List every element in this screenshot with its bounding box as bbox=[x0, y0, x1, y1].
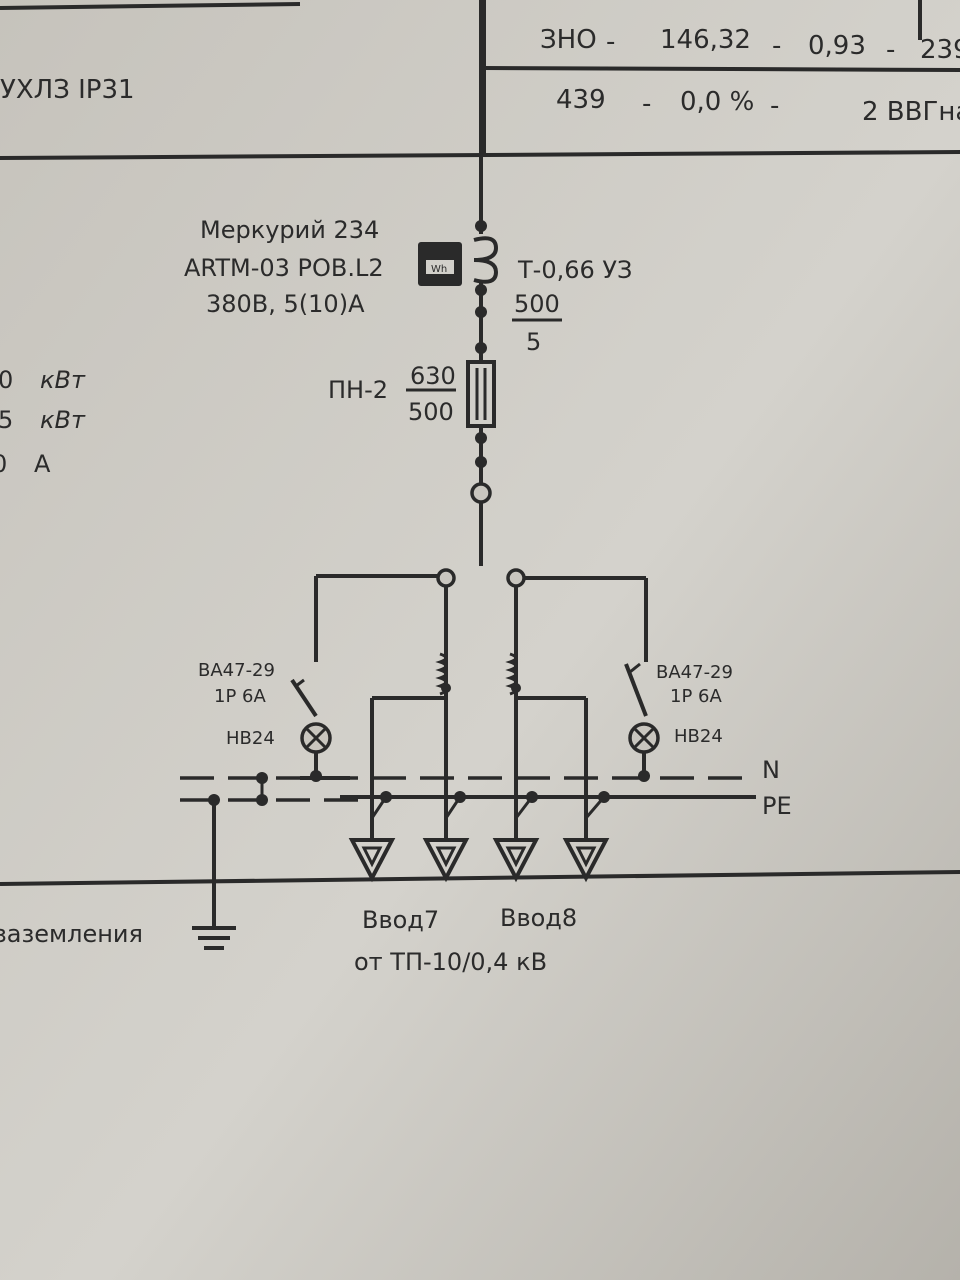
current-transformer-symbol bbox=[473, 236, 499, 284]
lamp-left-label: HB24 bbox=[226, 728, 275, 749]
breaker-right-symbol bbox=[624, 662, 660, 782]
transformer-name: Т-0,66 УЗ bbox=[517, 256, 632, 284]
table-cell-r1-c: 0,93 bbox=[808, 31, 866, 61]
table-left-text: УХЛЗ IP31 bbox=[0, 75, 135, 105]
bus-label-pe: PE bbox=[762, 792, 792, 820]
cable-terminals bbox=[348, 838, 610, 883]
breaker-right-label: BA47-29 1P 6A HB24 bbox=[656, 662, 733, 747]
table-cell-r1-d: 239 bbox=[920, 35, 960, 65]
left-value-unit: кВт bbox=[40, 366, 86, 394]
input-2-label: Ввод8 bbox=[500, 904, 577, 932]
ground-label: заземления bbox=[0, 920, 143, 948]
fuse-label: ПН-2 630 500 bbox=[328, 362, 456, 426]
fuse-symbol bbox=[466, 360, 496, 428]
left-value-num: 0 bbox=[0, 366, 13, 394]
meter-model-line-2: ARTM-03 POB.L2 bbox=[184, 254, 384, 282]
table-dash: - bbox=[770, 91, 779, 121]
breaker-left-label: BA47-29 1P 6A HB24 bbox=[198, 660, 275, 749]
meter-model-line-1: Меркурий 234 bbox=[200, 216, 379, 244]
fuse-ratio-bottom: 500 bbox=[408, 398, 454, 426]
left-value-num: 0 bbox=[0, 450, 7, 478]
table-row-2: 439 - 0,0 % - 2 ВВГна bbox=[556, 85, 960, 127]
table-row-1: ЗНО - 146,32 - 0,93 - 239 bbox=[540, 25, 960, 65]
input-source-label: от ТП-10/0,4 кВ bbox=[354, 948, 547, 976]
meter-icon-text: Wh bbox=[431, 264, 447, 275]
breaker-right-rating: 1P 6A bbox=[670, 686, 722, 707]
table-cell-r1-a: ЗНО bbox=[540, 25, 597, 55]
breaker-right-model: BA47-29 bbox=[656, 662, 733, 683]
breaker-left-rating: 1P 6A bbox=[214, 686, 266, 707]
table-cell-r2-b: 0,0 % bbox=[680, 87, 754, 117]
table-cell-r2-c: 2 ВВГна bbox=[862, 97, 960, 127]
transformer-label: Т-0,66 УЗ 500 5 bbox=[512, 256, 632, 356]
fuse-name: ПН-2 bbox=[328, 376, 388, 404]
bottom-frame-line bbox=[0, 870, 960, 886]
transformer-ratio-top: 500 bbox=[514, 290, 560, 318]
table-dash: - bbox=[606, 27, 615, 57]
protective-earth-bus bbox=[180, 772, 756, 819]
meter-block: Wh Меркурий 234 ARTM-03 POB.L2 380B, 5(1… bbox=[184, 216, 462, 318]
transformer-ratio-bottom: 5 bbox=[526, 328, 541, 356]
table-dash: - bbox=[642, 89, 651, 119]
lamp-right-label: HB24 bbox=[674, 726, 723, 747]
breaker-left-symbol bbox=[290, 678, 332, 782]
ground-symbol bbox=[192, 800, 236, 950]
input-1-label: Ввод7 bbox=[362, 906, 439, 934]
left-value-unit: А bbox=[34, 450, 51, 478]
left-value-unit: кВт bbox=[40, 406, 86, 434]
main-supply-line bbox=[470, 0, 492, 566]
breaker-left-model: BA47-29 bbox=[198, 660, 275, 681]
table-cell-r1-b: 146,32 bbox=[660, 25, 751, 55]
input-labels: Ввод7 Ввод8 от ТП-10/0,4 кВ bbox=[354, 904, 577, 976]
fuse-ratio-top: 630 bbox=[410, 362, 456, 390]
left-values: 0 кВт 5 кВт 0 А bbox=[0, 366, 86, 478]
left-value-num: 5 bbox=[0, 406, 13, 434]
table-cell-r2-a: 439 bbox=[556, 85, 606, 115]
table-dash: - bbox=[886, 35, 895, 65]
meter-model-line-3: 380B, 5(10)A bbox=[206, 290, 365, 318]
table-dash: - bbox=[772, 31, 781, 61]
bus-label-n: N bbox=[762, 756, 780, 784]
